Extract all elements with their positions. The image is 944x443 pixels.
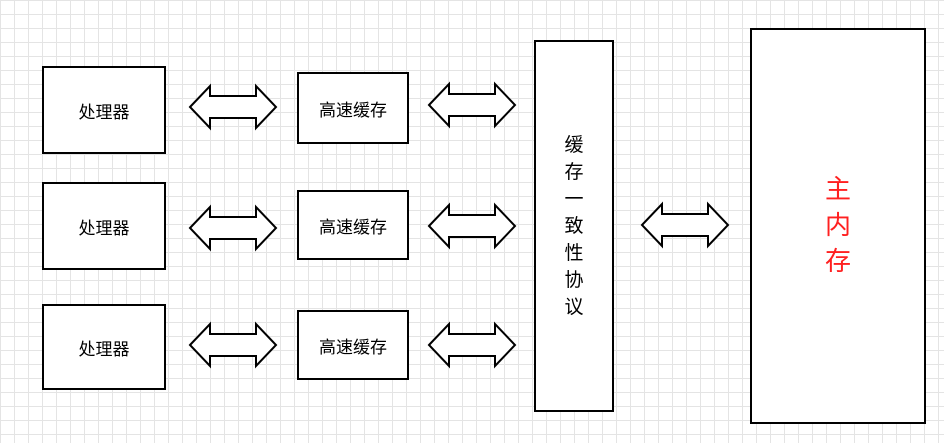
double-arrow-icon (427, 202, 517, 250)
double-arrow-icon (188, 321, 278, 369)
processor-label: 处理器 (78, 102, 130, 123)
protocol-char: 缓 (564, 133, 584, 156)
memory-char: 内 (824, 211, 851, 241)
double-arrow-icon (427, 321, 517, 369)
memory-char: 主 (824, 175, 851, 205)
cache-box-2: 高速缓存 (297, 190, 409, 260)
protocol-char: 议 (564, 295, 584, 318)
processor-label: 处理器 (78, 218, 130, 239)
processor-box-2: 处理器 (42, 182, 166, 270)
cache-label: 高速缓存 (319, 217, 387, 238)
main-memory-box: 主 内 存 (750, 28, 926, 424)
double-arrow-icon (188, 83, 278, 131)
cache-label: 高速缓存 (319, 100, 387, 121)
double-arrow-icon (427, 81, 517, 129)
protocol-char: 存 (564, 160, 584, 183)
cache-box-1: 高速缓存 (297, 72, 409, 144)
cache-box-3: 高速缓存 (297, 310, 409, 380)
memory-char: 存 (824, 247, 851, 277)
processor-box-3: 处理器 (42, 304, 166, 390)
protocol-char: 一 (564, 187, 584, 210)
protocol-char: 性 (564, 241, 584, 264)
cache-label: 高速缓存 (319, 337, 387, 358)
double-arrow-icon (188, 204, 278, 252)
protocol-char: 致 (564, 214, 584, 237)
double-arrow-icon (640, 201, 730, 249)
protocol-char: 协 (564, 268, 584, 291)
cache-coherence-protocol-box: 缓 存 一 致 性 协 议 (534, 40, 614, 412)
processor-label: 处理器 (78, 339, 130, 360)
processor-box-1: 处理器 (42, 66, 166, 154)
